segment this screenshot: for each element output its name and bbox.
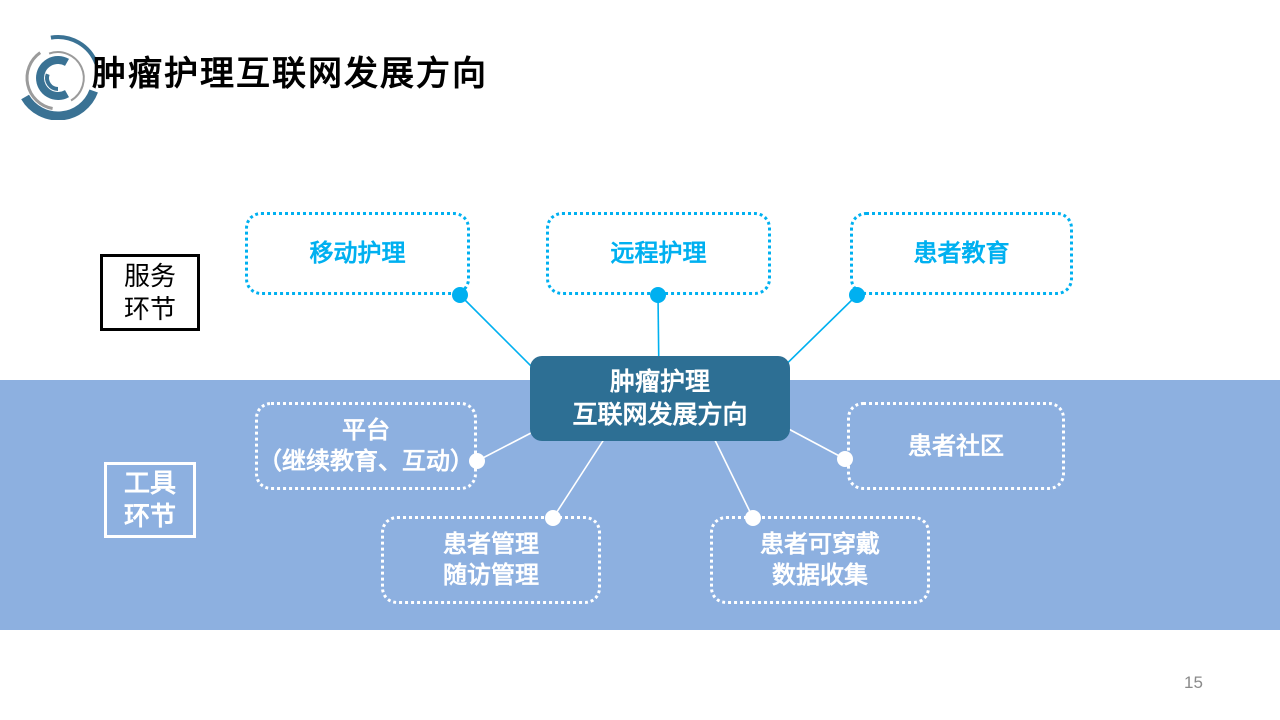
circular-arcs-logo-icon (21, 35, 99, 120)
node-mobile-nursing: 移动护理 (245, 212, 470, 295)
service-section-label: 服务 环节 (100, 254, 200, 331)
node-label: 数据收集 (772, 562, 868, 589)
node-label: 移动护理 (309, 240, 406, 267)
node-label: 患者可穿戴 (760, 531, 880, 558)
node-label: 平台 (342, 417, 390, 444)
node-patient-management: 患者管理 随访管理 (381, 516, 601, 604)
node-patient-community: 患者社区 (847, 402, 1065, 490)
center-node-line2: 互联网发展方向 (572, 400, 748, 429)
node-wearable-data: 患者可穿戴 数据收集 (710, 516, 930, 604)
node-label: 患者教育 (913, 240, 1010, 267)
tool-section-label-line2: 环节 (123, 501, 176, 531)
service-section-label-line1: 服务 (123, 260, 176, 291)
node-platform: 平台 （继续教育、互动） (255, 402, 477, 490)
slide-title: 肿瘤护理互联网发展方向 (92, 55, 488, 93)
node-label: 患者社区 (908, 432, 1004, 460)
node-label: （继续教育、互动） (258, 448, 474, 475)
tool-section-label: 工具 环节 (104, 462, 196, 538)
node-label: 随访管理 (443, 562, 539, 589)
service-section-label-line2: 环节 (123, 293, 176, 324)
node-label: 患者管理 (443, 531, 539, 558)
node-patient-education: 患者教育 (850, 212, 1073, 295)
node-label: 远程护理 (610, 240, 707, 267)
tool-section-label-line1: 工具 (123, 468, 176, 498)
node-remote-nursing: 远程护理 (546, 212, 771, 295)
center-node-line1: 肿瘤护理 (609, 367, 710, 396)
page-number: 15 (1184, 673, 1203, 692)
center-node-development-direction: 肿瘤护理 互联网发展方向 (530, 356, 790, 441)
